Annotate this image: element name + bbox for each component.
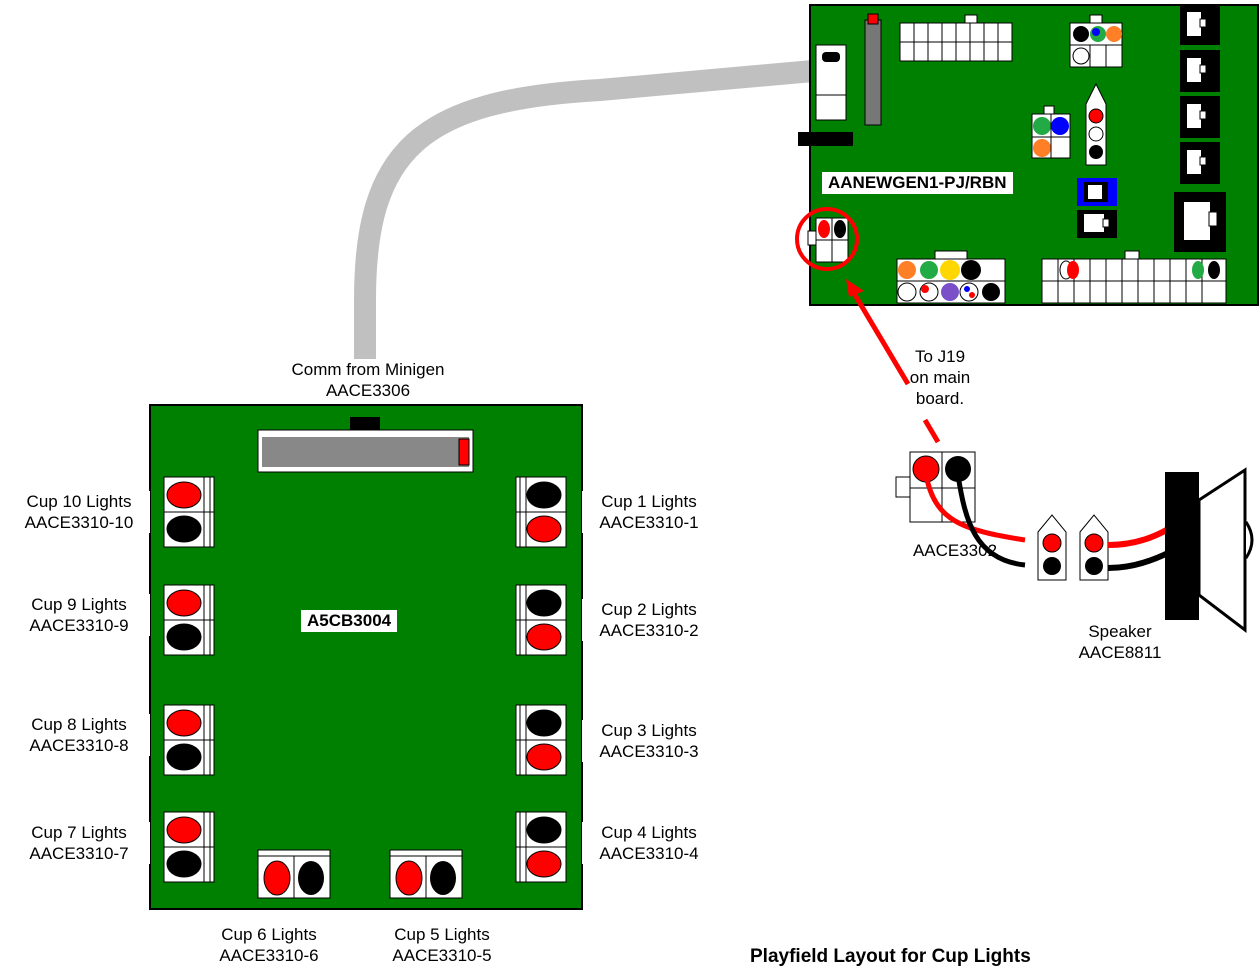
cup-label: Cup 9 Lights AACE3310-9 <box>8 594 150 636</box>
cup-2-connector <box>515 584 567 656</box>
cup-5-connector <box>389 849 463 899</box>
cup-6-part: AACE3310-6 <box>219 946 319 965</box>
j19-note-line3: board. <box>915 389 965 408</box>
comm-cable <box>354 54 881 395</box>
j19-note: To J19 on main board. <box>888 346 992 409</box>
cup-8-connector <box>163 704 215 776</box>
cup-label: Cup 2 Lights AACE3310-2 <box>582 599 716 641</box>
cup-3-connector <box>515 704 567 776</box>
comm-cable-line2: AACE3306 <box>325 381 411 400</box>
cup-8-part: AACE3310-8 <box>29 736 129 755</box>
connector-label: AACE3302 <box>912 541 998 560</box>
aace3302-connector <box>895 451 1026 568</box>
cup-label: Cup 6 Lights AACE3310-6 <box>204 924 334 966</box>
speaker-line1: Speaker <box>1088 622 1152 641</box>
speaker-icon <box>1165 467 1254 634</box>
cup-label: Cup 7 Lights AACE3310-7 <box>8 822 150 864</box>
cup-1-connector <box>515 476 567 548</box>
cup-label: Cup 4 Lights AACE3310-4 <box>582 822 716 864</box>
right-connectors <box>1174 5 1226 252</box>
cup-1-part: AACE3310-1 <box>599 513 699 532</box>
cup-3-name: Cup 3 Lights <box>601 721 697 740</box>
cup-9-connector <box>163 584 215 656</box>
cup-label: Cup 10 Lights AACE3310-10 <box>8 491 150 533</box>
cup-9-part: AACE3310-9 <box>29 616 129 635</box>
cup-10-name: Cup 10 Lights <box>26 492 132 511</box>
cup-9-name: Cup 9 Lights <box>31 595 127 614</box>
j19-note-line2: on main <box>909 368 971 387</box>
cup-4-part: AACE3310-4 <box>599 844 699 863</box>
comm-cable-line1: Comm from Minigen <box>291 360 445 379</box>
j19-connector <box>795 207 859 271</box>
j19-note-line1: To J19 <box>914 347 966 366</box>
j19-highlight-ring <box>795 207 859 271</box>
cup-6-name: Cup 6 Lights <box>221 925 317 944</box>
cup-connectors <box>163 476 567 899</box>
top-connector <box>899 14 1013 62</box>
cup-7-connector <box>163 811 215 883</box>
cup-2-name: Cup 2 Lights <box>601 600 697 619</box>
cup-5-name: Cup 5 Lights <box>394 925 490 944</box>
cup-5-part: AACE3310-5 <box>392 946 492 965</box>
cup-8-name: Cup 8 Lights <box>31 715 127 734</box>
cup-10-connector <box>163 476 215 548</box>
bottom-color-connector <box>896 250 1006 304</box>
bottom-long-connector <box>1041 250 1227 304</box>
cup-1-name: Cup 1 Lights <box>601 492 697 511</box>
cup-3-part: AACE3310-3 <box>599 742 699 761</box>
cup-label: Cup 3 Lights AACE3310-3 <box>582 720 716 762</box>
cup-board-label: A5CB3004 <box>301 610 398 632</box>
cup-label: Cup 1 Lights AACE3310-1 <box>582 491 716 533</box>
main-board-label: AANEWGEN1-PJ/RBN <box>822 172 1013 194</box>
diagram-title: Playfield Layout for Cup Lights <box>750 946 1031 967</box>
cup-label: Cup 8 Lights AACE3310-8 <box>8 714 150 756</box>
cup-4-name: Cup 4 Lights <box>601 823 697 842</box>
cup-7-name: Cup 7 Lights <box>31 823 127 842</box>
speaker-label: Speaker AACE8811 <box>1065 621 1175 663</box>
cup-10-part: AACE3310-10 <box>24 513 134 532</box>
comm-cable-label: Comm from Minigen AACE3306 <box>268 359 468 401</box>
cup-2-part: AACE3310-2 <box>599 621 699 640</box>
speaker-line2: AACE8811 <box>1078 643 1162 662</box>
cup-label: Cup 5 Lights AACE3310-5 <box>377 924 507 966</box>
main-board <box>795 4 1259 306</box>
inline-connectors <box>1037 514 1172 581</box>
cup-board <box>149 404 583 910</box>
cup-6-connector <box>257 849 331 899</box>
cup-4-connector <box>515 811 567 883</box>
j19-arrow <box>846 279 941 444</box>
cup-7-part: AACE3310-7 <box>29 844 129 863</box>
